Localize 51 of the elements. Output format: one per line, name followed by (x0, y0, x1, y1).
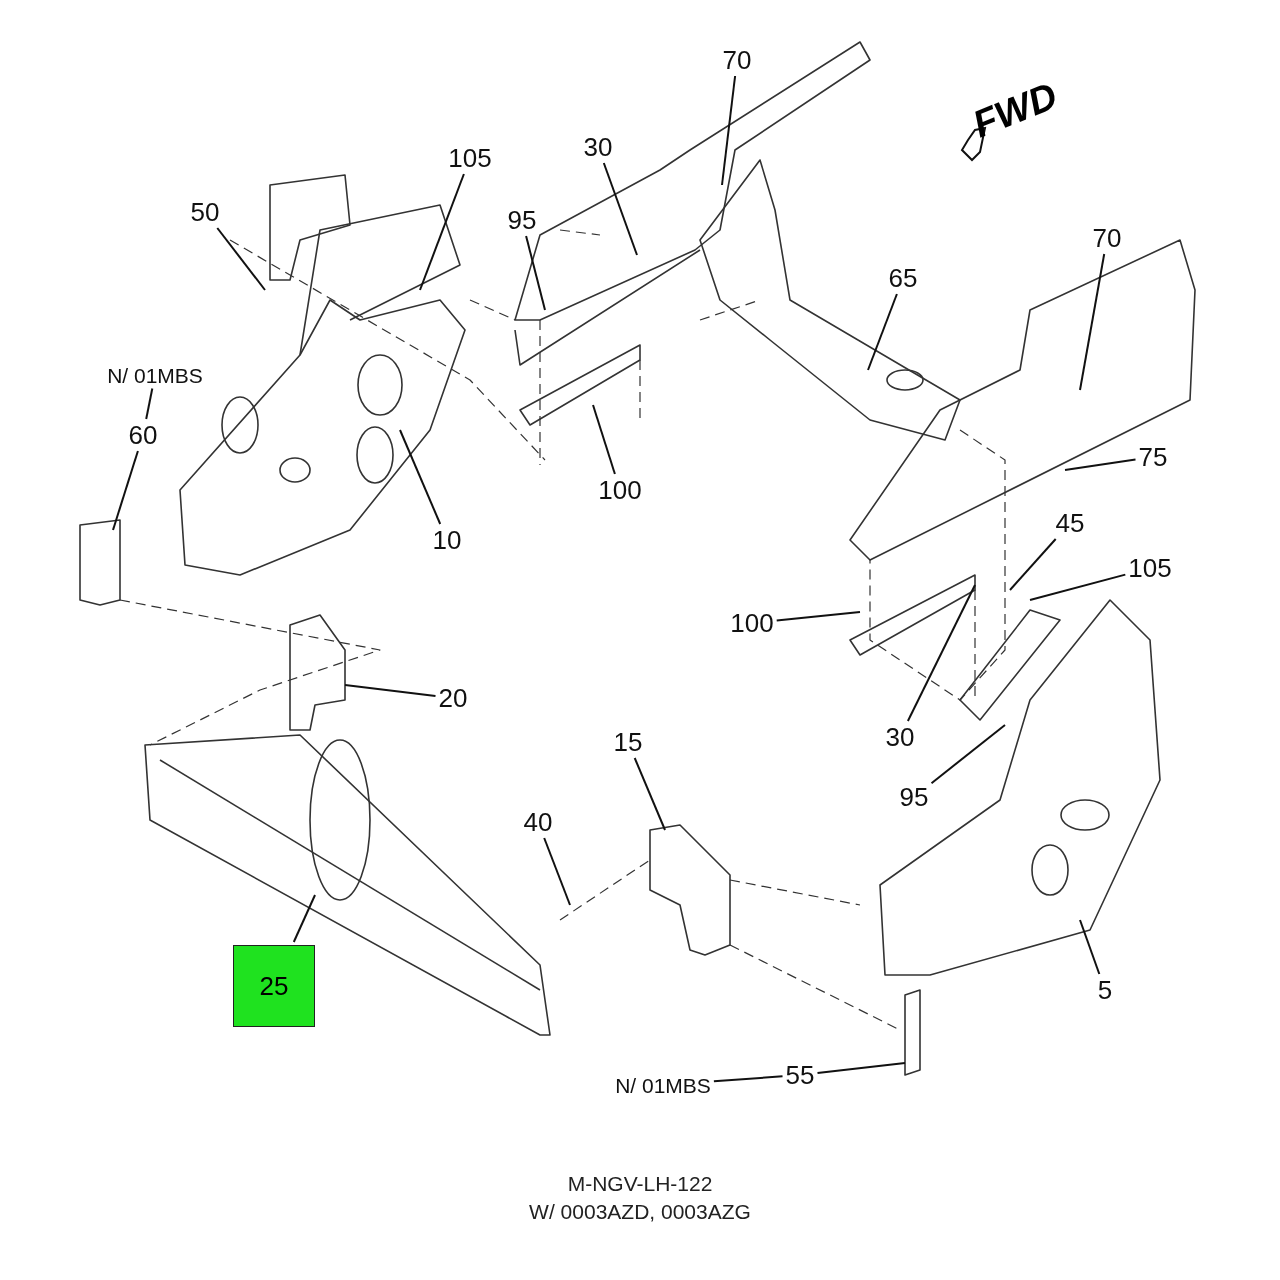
callout-number: 50 (190, 199, 220, 225)
leader-line (712, 1075, 784, 1083)
callout-number: 5 (1097, 977, 1113, 1003)
leader-line (1029, 573, 1127, 601)
callout-number: 95 (507, 207, 537, 233)
callout-number: 15 (613, 729, 643, 755)
leader-line (592, 404, 616, 475)
callout-number: 105 (1128, 555, 1172, 581)
leader-line (292, 894, 316, 943)
direction-label: FWD (966, 74, 1064, 147)
callout-number: 60 (128, 422, 158, 448)
leader-line (906, 584, 976, 722)
leader-line (543, 837, 571, 906)
leader-line (1009, 538, 1057, 591)
leader-line (216, 227, 266, 291)
callout-number: 20 (438, 685, 468, 711)
callout-number: 40 (523, 809, 553, 835)
highlighted-callout-number: 25 (233, 945, 315, 1027)
note-label: N/ 01MBS (107, 364, 203, 386)
leader-line (399, 429, 442, 525)
leader-line (1079, 253, 1106, 391)
callout-number: 45 (1055, 510, 1085, 536)
callout-number: 65 (888, 265, 918, 291)
leader-line (930, 724, 1006, 785)
callout-number: 95 (899, 784, 929, 810)
leader-line (816, 1062, 906, 1074)
callout-number: 100 (598, 477, 642, 503)
leader-line (721, 75, 737, 186)
leader-line (633, 757, 666, 831)
callout-number: 10 (432, 527, 462, 553)
callout-number: 70 (1092, 225, 1122, 251)
leader-line (112, 450, 139, 531)
leader-line (775, 611, 861, 622)
leader-line (525, 235, 546, 311)
leader-line (1079, 919, 1101, 975)
callout-number: 105 (448, 145, 492, 171)
caption-text: W/ 0003AZD, 0003AZG (529, 1200, 751, 1224)
leader-line (602, 162, 638, 256)
leader-line (419, 173, 465, 291)
callout-number: 55 (785, 1062, 815, 1088)
callout-number: 70 (722, 47, 752, 73)
callout-number: 30 (583, 134, 613, 160)
caption-text: M-NGV-LH-122 (567, 1172, 713, 1196)
leader-line (145, 387, 154, 420)
leader-line (867, 293, 898, 371)
leader-line (344, 684, 437, 697)
leader-line (1064, 458, 1137, 471)
callout-number: 30 (885, 724, 915, 750)
callout-number: 75 (1138, 444, 1168, 470)
note-label: N/ 01MBS (615, 1074, 711, 1096)
callout-number: 100 (730, 610, 774, 636)
